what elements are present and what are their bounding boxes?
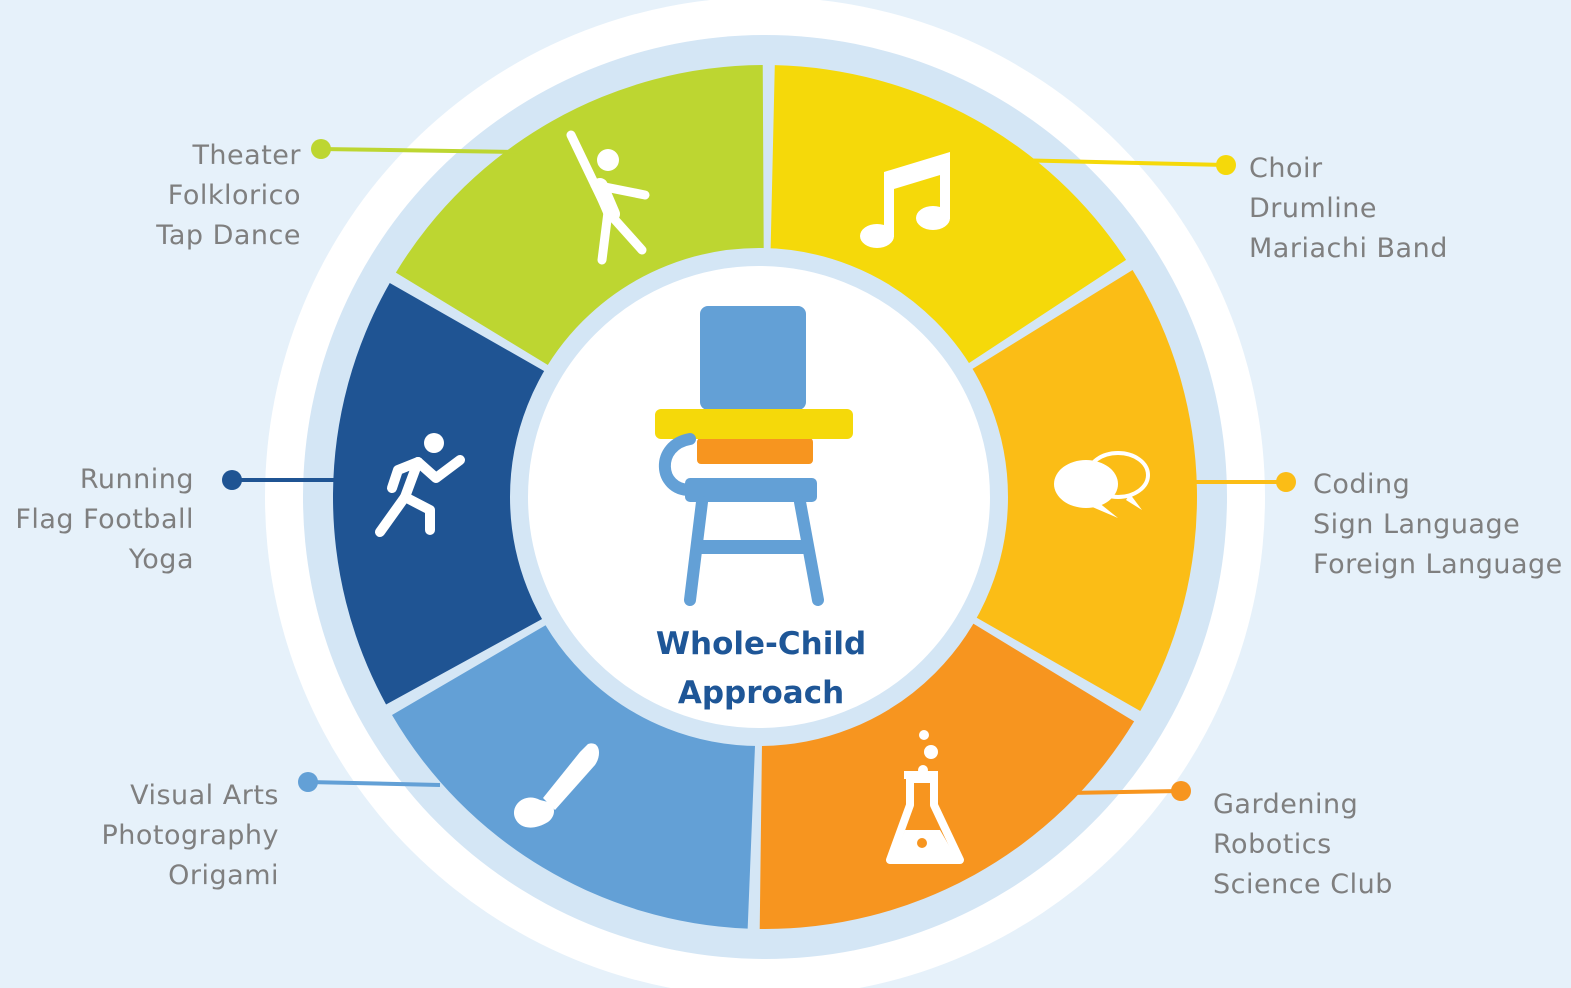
connector-line-science [1067,789,1182,795]
school-desk-chair-icon [655,306,853,606]
performance-label: Theater Folklorico Tap Dance [156,136,301,256]
music-note-icon [860,152,950,248]
arts-item: Visual Arts [130,780,279,811]
flask-icon [886,730,964,864]
arts-item: Origami [168,860,279,891]
science-label: Gardening Robotics Science Club [1213,785,1393,905]
performance-item: Tap Dance [156,220,301,251]
sports-item: Running [79,464,194,495]
connector-line-arts [307,780,441,787]
center-title-line1: Whole-Child [655,626,867,662]
connector-dot-language [1276,472,1296,492]
music-item: Choir [1249,153,1323,184]
sports-item: Yoga [128,544,194,575]
center-title: Whole-Child Approach [606,620,916,718]
science-item: Robotics [1213,829,1332,860]
performance-item: Folklorico [167,180,301,211]
connector-dot-music [1216,155,1236,175]
arts-item: Photography [101,820,279,851]
segment-science [759,620,1135,929]
center-title-line2: Approach [677,675,845,711]
language-item: Foreign Language [1313,549,1563,580]
segment-performance [395,65,764,374]
paintbrush-icon [514,743,600,828]
music-item: Drumline [1249,193,1378,224]
connector-dot-science [1171,781,1191,801]
language-label: Coding Sign Language Foreign Language [1313,465,1563,585]
connector-dot-sports [222,470,242,490]
sports-item: Flag Football [15,504,194,535]
runner-icon [375,433,465,537]
performance-item: Theater [192,140,301,171]
dancer-icon [566,130,650,265]
science-item: Science Club [1213,869,1393,900]
connector-dot-performance [311,139,331,159]
speech-bubbles-icon [1054,451,1150,518]
connector-line-performance [320,147,521,154]
language-item: Sign Language [1313,509,1521,540]
music-item: Mariachi Band [1249,233,1448,264]
arts-label: Visual Arts Photography Origami [101,776,279,896]
connector-dot-arts [298,772,318,792]
science-item: Gardening [1213,789,1359,820]
connector-line-music [1009,158,1227,167]
language-item: Coding [1313,469,1411,500]
segment-sports [333,282,559,705]
music-label: Choir Drumline Mariachi Band [1249,149,1448,269]
sports-label: Running Flag Football Yoga [15,460,194,580]
